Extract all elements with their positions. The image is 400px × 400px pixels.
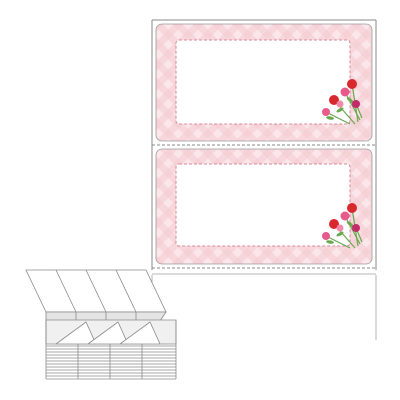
carnation-bouquet-icon [322, 203, 363, 249]
label-2 [155, 148, 373, 265]
label-1 [155, 23, 373, 142]
fanfold-stack-icon [25, 269, 177, 380]
label-sheet [151, 19, 377, 340]
carnation-bouquet-icon [322, 79, 363, 125]
